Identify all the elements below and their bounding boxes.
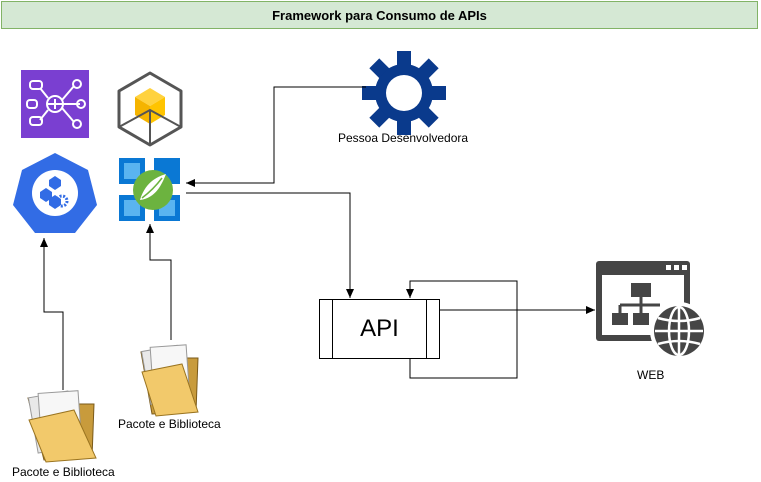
api-label: API <box>360 315 399 342</box>
connectors <box>40 86 595 390</box>
edge-spring-api <box>186 192 354 298</box>
kubernetes-icon <box>13 153 97 233</box>
diagram-title: Framework para Consumo de APIs <box>1 1 758 29</box>
edge-developer-spring <box>186 86 366 187</box>
web-label: WEB <box>637 368 665 382</box>
logic-apps-icon <box>21 70 89 138</box>
folder-icon <box>27 390 97 463</box>
package-left-label: Pacote e Biblioteca <box>12 465 115 479</box>
spring-app-icon <box>119 158 180 221</box>
developer-label: Pessoa Desenvolvedora <box>338 131 469 145</box>
web-sitemap-globe-icon <box>596 261 708 360</box>
folder-icon <box>140 344 199 417</box>
cube-icon <box>117 71 183 147</box>
package-center-label: Pacote e Biblioteca <box>118 417 221 431</box>
api-node: API <box>319 299 440 359</box>
edge-api-loop <box>406 280 518 379</box>
edge-package-kubernetes <box>40 238 64 390</box>
edge-package-spring <box>146 224 172 340</box>
